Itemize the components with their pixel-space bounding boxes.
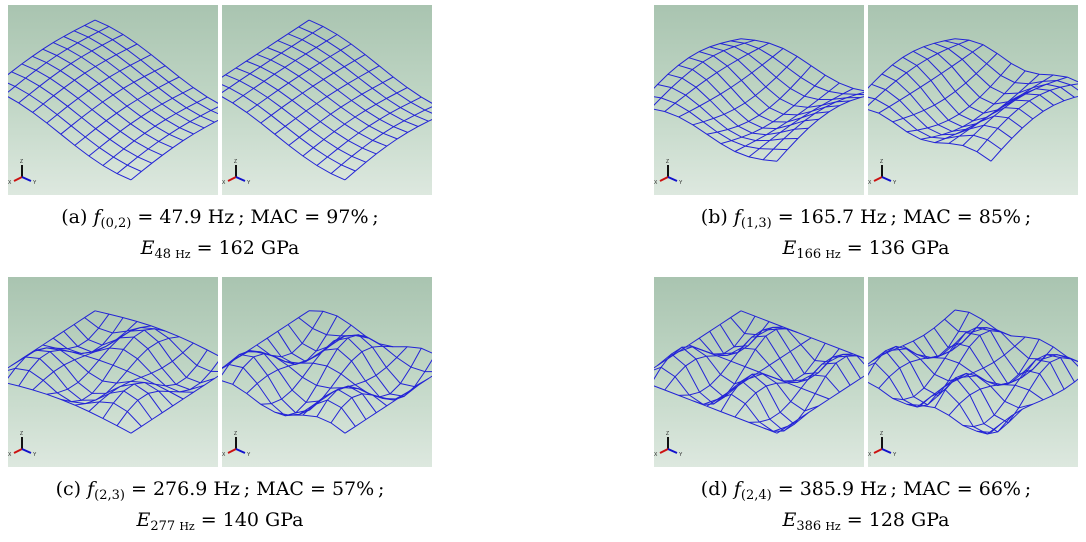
mode-shape-image-left: Z X Y xyxy=(8,5,218,195)
svg-text:Z: Z xyxy=(234,159,237,165)
svg-text:Y: Y xyxy=(893,180,897,186)
mac-value: 97 xyxy=(326,206,351,228)
axis-triad-icon: Z X Y xyxy=(222,431,251,458)
modulus-value: 162 xyxy=(218,237,255,259)
mode-shape-image-left: Z X Y xyxy=(654,277,864,467)
svg-text:Y: Y xyxy=(679,180,683,186)
axis-triad-icon: Z X Y xyxy=(654,431,683,458)
wireframe-mesh xyxy=(868,38,1078,162)
axis-triad-icon: Z X Y xyxy=(654,159,683,186)
figure-caption: (c) f(2,3) = 276.9 Hz ; MAC = 57% ; E277… xyxy=(55,478,385,534)
frequency-value: 165.7 xyxy=(799,206,855,228)
wireframe-mesh xyxy=(222,310,432,434)
svg-text:X: X xyxy=(8,180,12,186)
axis-triad-icon: Z X Y xyxy=(868,431,897,458)
svg-text:Y: Y xyxy=(679,452,683,458)
wireframe-mesh xyxy=(654,38,864,162)
mode-shape-image-left: Z X Y xyxy=(654,5,864,195)
svg-text:Y: Y xyxy=(33,180,37,186)
axis-triad-icon: Z X Y xyxy=(868,159,897,186)
mac-value: 66 xyxy=(978,478,1003,500)
modulus-value: 128 xyxy=(868,509,905,531)
modulus-value: 140 xyxy=(222,509,259,531)
svg-text:Z: Z xyxy=(20,159,23,165)
wireframe-mesh xyxy=(8,310,218,434)
svg-text:Z: Z xyxy=(666,431,669,437)
mode-shape-pair: Z X Y Z X Y xyxy=(8,5,432,195)
svg-text:Z: Z xyxy=(234,431,237,437)
svg-text:Z: Z xyxy=(880,159,883,165)
mode-shape-image-right: Z X Y xyxy=(222,277,432,467)
svg-text:X: X xyxy=(222,180,226,186)
axis-triad-icon: Z X Y xyxy=(8,431,37,458)
mode-shape-image-right: Z X Y xyxy=(868,5,1078,195)
mode-shape-image-right: Z X Y xyxy=(868,277,1078,467)
figure-caption: (b) f(1,3) = 165.7 Hz ; MAC = 85% ; E166… xyxy=(700,206,1032,262)
figure-caption: (a) f(0,2) = 47.9 Hz ; MAC = 97% ; E48 H… xyxy=(61,206,379,262)
mode-shape-image-left: Z X Y xyxy=(8,277,218,467)
svg-text:X: X xyxy=(868,180,872,186)
mode-shape-pair: Z X Y Z X Y xyxy=(8,277,432,467)
svg-text:Y: Y xyxy=(893,452,897,458)
mode-shape-image-right: Z X Y xyxy=(222,5,432,195)
caption-label: (c) xyxy=(55,478,82,500)
svg-text:Z: Z xyxy=(666,159,669,165)
frequency-value: 47.9 xyxy=(159,206,202,228)
svg-text:Z: Z xyxy=(20,431,23,437)
svg-text:Z: Z xyxy=(880,431,883,437)
svg-text:Y: Y xyxy=(247,180,251,186)
svg-text:X: X xyxy=(8,452,12,458)
caption-label: (b) xyxy=(700,206,728,228)
svg-text:Y: Y xyxy=(247,452,251,458)
wireframe-mesh xyxy=(654,310,864,434)
caption-label: (a) xyxy=(61,206,88,228)
mac-value: 57 xyxy=(331,478,357,500)
svg-text:X: X xyxy=(654,452,658,458)
mode-shape-pair: Z X Y Z X Y xyxy=(654,277,1078,467)
svg-text:X: X xyxy=(868,452,872,458)
wireframe-mesh xyxy=(868,309,1078,435)
frequency-value: 276.9 xyxy=(152,478,208,500)
axis-triad-icon: Z X Y xyxy=(8,159,37,186)
svg-text:Y: Y xyxy=(33,452,37,458)
svg-text:X: X xyxy=(654,180,658,186)
modulus-value: 136 xyxy=(868,237,905,259)
wireframe-mesh xyxy=(8,19,218,181)
caption-label: (d) xyxy=(700,478,728,500)
svg-text:X: X xyxy=(222,452,226,458)
figure-caption: (d) f(2,4) = 385.9 Hz ; MAC = 66% ; E386… xyxy=(700,478,1032,534)
wireframe-mesh xyxy=(222,19,432,181)
mode-shape-pair: Z X Y Z X Y xyxy=(654,5,1078,195)
axis-triad-icon: Z X Y xyxy=(222,159,251,186)
frequency-value: 385.9 xyxy=(799,478,855,500)
mac-value: 85 xyxy=(978,206,1003,228)
